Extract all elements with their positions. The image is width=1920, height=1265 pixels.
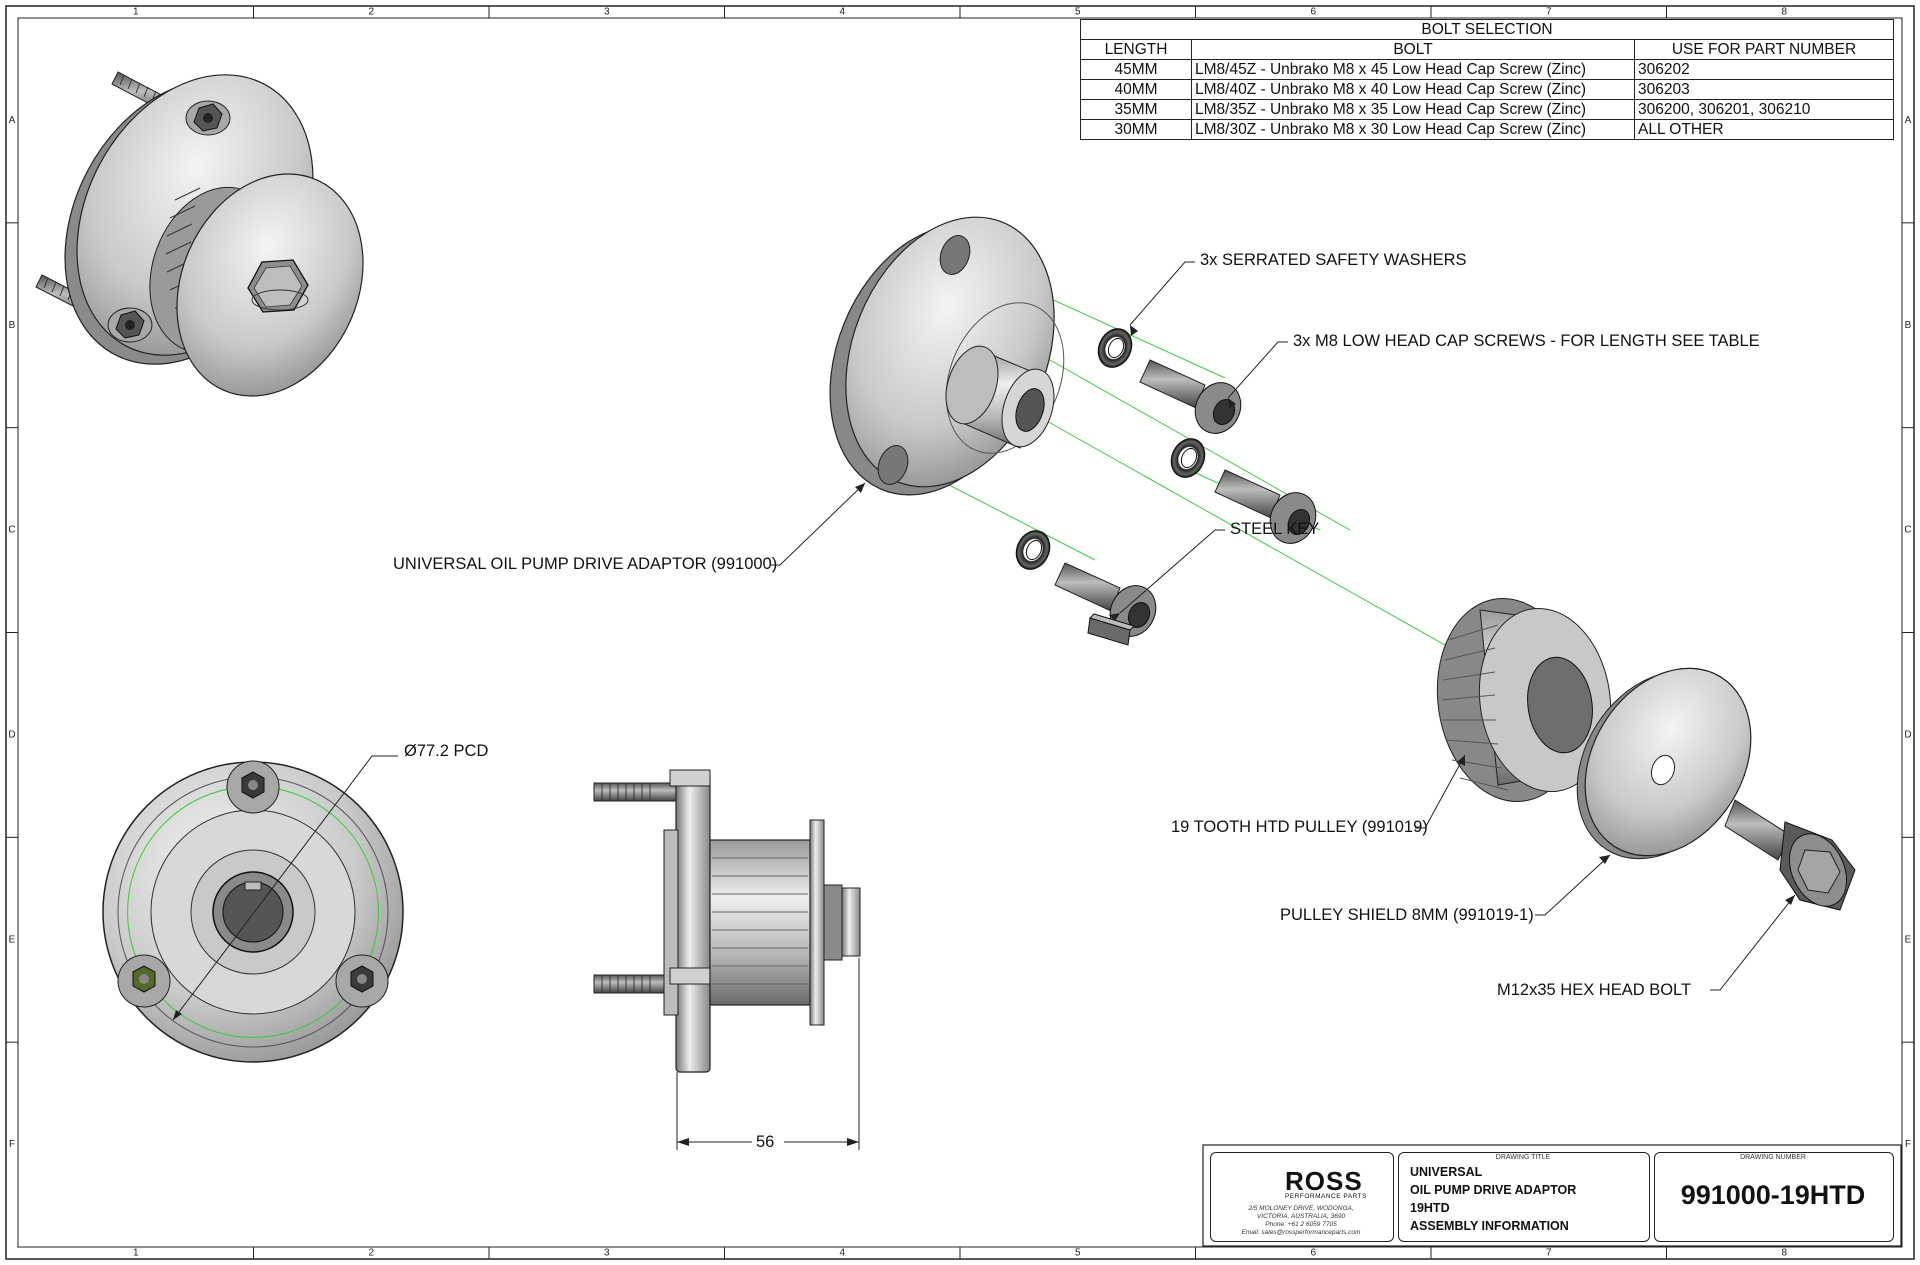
pulley-shield xyxy=(1576,667,1752,860)
grid-col-label: 4 xyxy=(839,7,845,18)
callout-screws: 3x M8 LOW HEAD CAP SCREWS - FOR LENGTH S… xyxy=(1293,332,1760,350)
grid-col-label: 2 xyxy=(368,1248,374,1259)
grid-row-label: D xyxy=(8,730,15,741)
column-header-length: LENGTH xyxy=(1080,39,1192,60)
callout-washers: 3x SERRATED SAFETY WASHERS xyxy=(1200,251,1467,269)
side-view xyxy=(593,769,861,1151)
grid-row-label: A xyxy=(1905,115,1912,126)
washer-3 xyxy=(1015,530,1051,570)
company-address: 2/5 MOLONEY DRIVE, WODONGA, VICTORIA, AU… xyxy=(1215,1205,1387,1237)
cell-part: 306203 xyxy=(1634,79,1894,100)
address-line: VICTORIA, AUSTRALIA, 3690 xyxy=(1256,1213,1346,1220)
table-title: BOLT SELECTION xyxy=(1080,19,1894,40)
cell-part: 306200, 306201, 306210 xyxy=(1634,99,1894,120)
htd-pulley xyxy=(1436,597,1612,803)
washer-1 xyxy=(1097,328,1133,368)
title-line: UNIVERSAL xyxy=(1410,1165,1483,1179)
dimension-length: 56 xyxy=(756,1133,775,1151)
address-line: 2/5 MOLONEY DRIVE, WODONGA, xyxy=(1248,1205,1354,1212)
flange-bolt-bottom xyxy=(107,307,153,343)
washer-2 xyxy=(1170,438,1206,478)
cell-part: ALL OTHER xyxy=(1634,119,1894,140)
grid-col-label: 5 xyxy=(1075,7,1081,18)
cell-length: 30MM xyxy=(1080,119,1192,140)
address-phone: Phone: +61 2 6059 7705 xyxy=(1265,1221,1337,1228)
logo-subtext: PERFORMANCE PARTS xyxy=(1285,1193,1367,1200)
grid-col-label: 7 xyxy=(1546,1248,1552,1259)
cell-bolt: LM8/40Z - Unbrako M8 x 40 Low Head Cap S… xyxy=(1191,79,1635,100)
grid-row-label: B xyxy=(9,320,16,331)
grid-col-label: 6 xyxy=(1310,1248,1316,1259)
table-row: 30MM LM8/30Z - Unbrako M8 x 30 Low Head … xyxy=(1080,119,1894,140)
iso-view-assembled xyxy=(35,71,364,397)
logo-text: ROSS xyxy=(1285,1166,1363,1196)
drawing-number: 991000-19HTD xyxy=(1680,1180,1866,1210)
front-bolt-3 xyxy=(335,954,389,1008)
drawing-number-label: DRAWING NUMBER xyxy=(1740,1154,1806,1161)
cell-bolt: LM8/30Z - Unbrako M8 x 30 Low Head Cap S… xyxy=(1191,119,1635,140)
callout-steel-key: STEEL KEY xyxy=(1230,520,1320,538)
grid-zone-markers xyxy=(6,6,1914,1259)
callout-pulley: 19 TOOTH HTD PULLEY (991019) xyxy=(1171,818,1428,836)
hex-bolt xyxy=(1724,799,1856,911)
grid-row-label: F xyxy=(1905,1139,1911,1150)
grid-row-label: B xyxy=(1905,320,1912,331)
grid-col-label: 5 xyxy=(1075,1248,1081,1259)
grid-row-label: F xyxy=(9,1139,15,1150)
bolt-selection-table: BOLT SELECTION LENGTH BOLT USE FOR PART … xyxy=(1080,19,1894,140)
company-box xyxy=(1210,1152,1394,1242)
drawing-title-box xyxy=(1398,1152,1650,1242)
callout-hex-bolt: M12x35 HEX HEAD BOLT xyxy=(1497,981,1692,999)
cap-screw-2 xyxy=(1214,469,1317,544)
cell-length: 45MM xyxy=(1080,59,1192,80)
cell-bolt: LM8/35Z - Unbrako M8 x 35 Low Head Cap S… xyxy=(1191,99,1635,120)
grid-row-label: E xyxy=(1905,934,1912,945)
title-line: OIL PUMP DRIVE ADAPTOR xyxy=(1410,1183,1577,1197)
table-row: 35MM LM8/35Z - Unbrako M8 x 35 Low Head … xyxy=(1080,99,1894,120)
grid-col-label: 4 xyxy=(839,1248,845,1259)
front-view xyxy=(102,755,404,1063)
leader-lines xyxy=(770,261,1796,991)
cell-bolt: LM8/45Z - Unbrako M8 x 45 Low Head Cap S… xyxy=(1191,59,1635,80)
cell-length: 35MM xyxy=(1080,99,1192,120)
grid-col-label: 8 xyxy=(1781,1248,1787,1259)
callout-pcd: Ø77.2 PCD xyxy=(404,742,489,760)
grid-col-label: 1 xyxy=(133,1248,139,1259)
steel-key xyxy=(1087,613,1135,646)
grid-col-label: 1 xyxy=(133,7,139,18)
drawing-title-label: DRAWING TITLE xyxy=(1495,1154,1551,1161)
grid-col-label: 6 xyxy=(1310,7,1316,18)
drawing-number-box xyxy=(1654,1152,1894,1242)
grid-row-label: D xyxy=(1904,730,1911,741)
cap-screw-1 xyxy=(1139,359,1242,434)
column-header-bolt: BOLT xyxy=(1191,39,1635,60)
front-bolt-1 xyxy=(226,760,280,814)
address-email: Email: sales@rossperformanceparts.com xyxy=(1241,1229,1361,1236)
drawing-title: UNIVERSAL OIL PUMP DRIVE ADAPTOR 19HTD A… xyxy=(1410,1163,1576,1235)
grid-col-label: 2 xyxy=(368,7,374,18)
grid-row-label: C xyxy=(1904,525,1911,536)
cell-part: 306202 xyxy=(1634,59,1894,80)
grid-row-label: A xyxy=(9,115,16,126)
front-bolt-2 xyxy=(117,954,171,1008)
table-row: 45MM LM8/45Z - Unbrako M8 x 45 Low Head … xyxy=(1080,59,1894,80)
column-header-part: USE FOR PART NUMBER xyxy=(1634,39,1894,60)
exploded-view xyxy=(770,216,1856,991)
cell-length: 40MM xyxy=(1080,79,1192,100)
table-row: 40MM LM8/40Z - Unbrako M8 x 40 Low Head … xyxy=(1080,79,1894,100)
flange-bolt-top xyxy=(185,100,231,136)
grid-col-label: 8 xyxy=(1781,7,1787,18)
callout-shield: PULLEY SHIELD 8MM (991019-1) xyxy=(1280,906,1534,924)
grid-row-label: E xyxy=(9,934,16,945)
grid-col-label: 3 xyxy=(604,7,610,18)
grid-row-label: C xyxy=(8,525,15,536)
grid-col-label: 7 xyxy=(1546,7,1552,18)
title-line: ASSEMBLY INFORMATION xyxy=(1410,1219,1569,1233)
callout-adaptor: UNIVERSAL OIL PUMP DRIVE ADAPTOR (991000… xyxy=(393,555,778,573)
grid-col-label: 3 xyxy=(604,1248,610,1259)
title-line: 19HTD xyxy=(1410,1201,1450,1215)
